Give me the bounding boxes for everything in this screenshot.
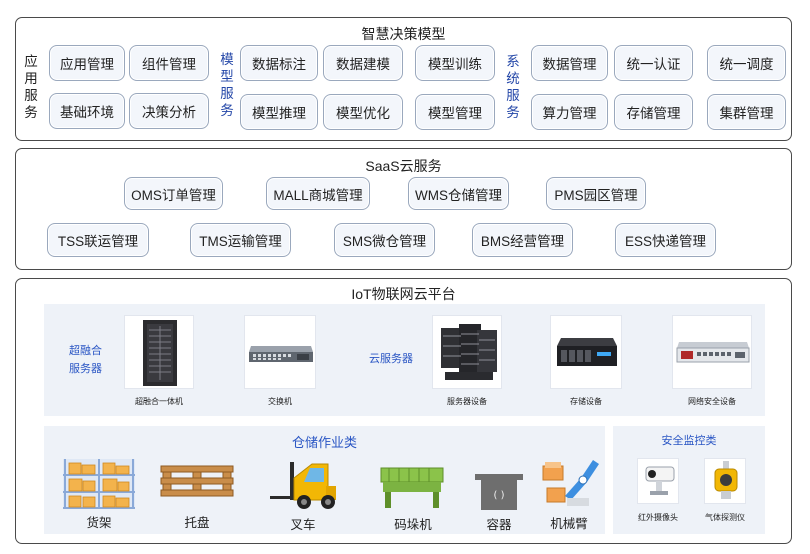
storage-caption: 存储设备	[570, 397, 602, 406]
security-section: 安全监控类 红外摄像头 气体探测仪	[613, 426, 765, 534]
cluster-management-button[interactable]: 集群管理	[707, 94, 786, 130]
ess-button[interactable]: ESS快递管理	[615, 223, 716, 257]
camera-caption: 红外摄像头	[638, 513, 678, 522]
palletizer-caption: 码垛机	[394, 518, 432, 532]
bms-button[interactable]: BMS经营管理	[472, 223, 573, 257]
sms-button[interactable]: SMS微仓管理	[334, 223, 435, 257]
model-training-button[interactable]: 模型训练	[415, 45, 495, 81]
palletizer-icon	[380, 467, 444, 508]
gas-detector-caption: 气体探测仪	[705, 513, 745, 522]
robot-arm-caption: 机械臂	[550, 517, 588, 531]
firewall-device	[672, 315, 752, 389]
gas-detector-device	[704, 458, 746, 504]
cloud-server-label: 云服务器	[369, 353, 413, 365]
model-inference-button[interactable]: 模型推理	[240, 94, 318, 130]
iot-title: IoT物联网云平台	[351, 286, 456, 302]
container-caption: 容器	[486, 518, 512, 532]
hyperconverged-device	[124, 315, 194, 389]
iot-panel: IoT物联网云平台 超融合 服务器 超融合一体机	[15, 278, 792, 544]
server-caption: 服务器设备	[447, 397, 487, 406]
storage-device-icon	[557, 338, 617, 366]
security-title: 安全监控类	[661, 435, 717, 447]
data-annotation-button[interactable]: 数据标注	[240, 45, 318, 81]
decision-analysis-button[interactable]: 决策分析	[129, 93, 209, 129]
system-service-label: 系统服务	[506, 54, 520, 120]
data-modeling-button[interactable]: 数据建模	[323, 45, 403, 81]
svg-text:( ): ( )	[494, 490, 505, 501]
storage-device	[550, 315, 622, 389]
robot-arm-icon	[542, 460, 599, 506]
compute-management-button[interactable]: 算力管理	[531, 94, 608, 130]
mall-button[interactable]: MALL商城管理	[266, 177, 370, 210]
switch-caption: 交换机	[268, 397, 292, 406]
saas-title: SaaS云服务	[365, 158, 442, 174]
model-optimization-button[interactable]: 模型优化	[323, 94, 403, 130]
server-device	[432, 315, 502, 389]
model-management-button[interactable]: 模型管理	[415, 94, 495, 130]
data-management-button[interactable]: 数据管理	[531, 45, 608, 81]
unified-scheduling-button[interactable]: 统一调度	[707, 45, 786, 81]
pms-button[interactable]: PMS园区管理	[546, 177, 646, 210]
tss-button[interactable]: TSS联运管理	[47, 223, 149, 257]
cloud-server-section: 云服务器 服务器设备	[356, 304, 765, 416]
warehouse-section: 仓储作业类 货架	[44, 426, 605, 534]
decision-model-panel: 智慧决策模型 应用服务 应用管理 组件管理 基础环境 决策分析 模型服务 数据标…	[15, 17, 792, 141]
camera-device	[637, 458, 679, 504]
gas-detector-icon	[714, 461, 738, 499]
shelf-caption: 货架	[86, 516, 112, 530]
firewall-caption: 网络安全设备	[688, 397, 736, 406]
wms-button[interactable]: WMS仓储管理	[408, 177, 509, 210]
storage-management-button[interactable]: 存储管理	[614, 94, 693, 130]
hyperconverged-rack-icon	[143, 320, 177, 386]
pallet-icon	[160, 465, 234, 497]
component-management-button[interactable]: 组件管理	[129, 45, 209, 81]
warehouse-title: 仓储作业类	[291, 435, 357, 450]
container-icon: ( )	[475, 474, 523, 510]
pallet-caption: 托盘	[184, 516, 210, 530]
infrared-camera-icon	[645, 466, 675, 495]
switch-device	[244, 315, 316, 389]
base-environment-button[interactable]: 基础环境	[49, 93, 125, 129]
decision-model-title: 智慧决策模型	[361, 26, 446, 42]
server-cluster-icon	[441, 324, 497, 380]
shelf-icon	[63, 459, 135, 509]
hci-section: 超融合 服务器 超融合一体机	[44, 304, 362, 416]
tms-button[interactable]: TMS运输管理	[190, 223, 291, 257]
forklift-icon	[270, 462, 336, 509]
forklift-caption: 叉车	[290, 518, 316, 532]
oms-button[interactable]: OMS订单管理	[124, 177, 223, 210]
hci-label: 超融合 服务器	[69, 345, 102, 375]
app-management-button[interactable]: 应用管理	[49, 45, 125, 81]
app-service-label: 应用服务	[24, 54, 38, 120]
network-switch-icon	[249, 346, 313, 362]
unified-auth-button[interactable]: 统一认证	[614, 45, 693, 81]
model-service-label: 模型服务	[220, 52, 234, 118]
firewall-device-icon	[676, 342, 750, 363]
saas-panel: SaaS云服务 OMS订单管理 MALL商城管理 WMS仓储管理 PMS园区管理…	[15, 148, 792, 270]
hyperconverged-caption: 超融合一体机	[135, 397, 183, 406]
